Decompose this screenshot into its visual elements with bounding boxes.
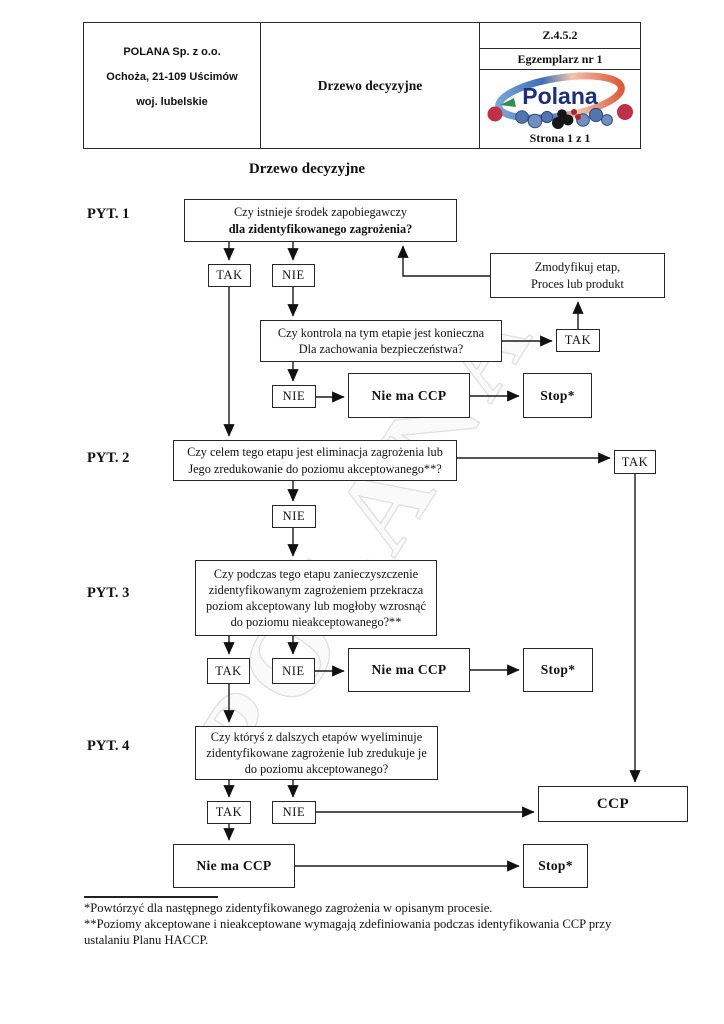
question-label-3: PYT. 3 [87, 585, 130, 601]
logo-wordmark: Polana [522, 83, 598, 109]
question-line: zidentyfikowanym zagrożeniem przekracza [208, 582, 424, 597]
question-line: Dla zachowania bezpieczeństwa? [298, 342, 464, 356]
stop-box-1: Stop* [523, 373, 592, 418]
company-address-cell: POLANA Sp. z o.o. Ochoża, 21-109 Uścimów… [84, 23, 261, 148]
tak-box-pyt2: TAK [614, 450, 656, 474]
nie-box-control: NIE [272, 385, 316, 408]
tak-box-pyt1: TAK [208, 264, 251, 287]
no-ccp-box-3: Nie ma CCP [348, 648, 470, 692]
pyt2-question-box: Czy celem tego etapu jest eliminacja zag… [173, 440, 457, 481]
polana-logo: Polana [487, 71, 633, 129]
no-ccp-box-4: Nie ma CCP [173, 844, 295, 888]
footnote-2-cont: ustalaniu Planu HACCP. [84, 933, 209, 947]
footnote-separator [84, 896, 218, 898]
question-line: Czy kontrola na tym etapie jest konieczn… [277, 325, 485, 340]
logo-container: Polana [480, 70, 640, 131]
connector-modify-q1 [397, 245, 490, 277]
tak-box-pyt4: TAK [207, 801, 251, 824]
tak-box-pyt3: TAK [207, 658, 250, 684]
question-line: dla zidentyfikowanego zagrożenia? [228, 221, 413, 236]
pyt1-question-box: Czy istnieje środek zapobiegawczy dla zi… [184, 199, 457, 242]
question-line: Jego zredukowanie do poziomu akceptowane… [188, 461, 442, 476]
document-title-cell: Drzewo decyzyjne [261, 23, 480, 148]
question-line: Czy któryś z dalszych etapów wyeliminuje [210, 729, 423, 744]
question-line: do poziomu akceptowanego? [244, 762, 389, 777]
copy-number: Egzemplarz nr 1 [480, 49, 640, 70]
pyt3-question-box: Czy podczas tego etapu zanieczyszczenie … [195, 560, 437, 636]
nie-box-pyt3: NIE [272, 658, 315, 684]
question-line: Zmodyfikuj etap, [534, 260, 621, 275]
tak-box-control: TAK [556, 329, 600, 352]
diagram-title: Drzewo decyzyjne [248, 161, 366, 177]
footnote-1: *Powtórzyć dla następnego zidentyfikowan… [84, 901, 493, 915]
company-name: POLANA Sp. z o.o. [123, 46, 221, 58]
question-line: Proces lub produkt [531, 276, 624, 291]
control-needed-box: Czy kontrola na tym etapie jest konieczn… [260, 320, 502, 362]
question-line: poziom akceptowany lub mogłoby wzrosnąć [206, 599, 426, 613]
company-address: Ochoża, 21-109 Uścimów [106, 71, 238, 83]
question-line: zidentyfikowane zagrożenie lub zredukuje… [206, 745, 427, 760]
document-title: Drzewo decyzyjne [317, 77, 423, 93]
pyt4-question-box: Czy któryś z dalszych etapów wyeliminuje… [195, 726, 438, 780]
document-meta-cell: Z.4.5.2 Egzemplarz nr 1 Polana [480, 23, 640, 148]
nie-box-pyt4: NIE [272, 801, 316, 824]
question-label-1: PYT. 1 [87, 206, 130, 222]
page-number: Strona 1 z 1 [529, 131, 591, 145]
ccp-box: CCP [538, 786, 688, 822]
document-code: Z.4.5.2 [480, 23, 640, 49]
footnote-2: **Poziomy akceptowane i nieakceptowane w… [84, 917, 612, 931]
question-line: Czy celem tego etapu jest eliminacja zag… [187, 445, 443, 460]
no-ccp-box-1: Nie ma CCP [348, 373, 470, 418]
nie-box-pyt2: NIE [272, 505, 316, 528]
header-table: POLANA Sp. z o.o. Ochoża, 21-109 Uścimów… [83, 22, 641, 149]
modify-step-box: Zmodyfikuj etap, Proces lub produkt [490, 253, 665, 298]
stop-box-4: Stop* [523, 844, 588, 888]
question-line: Czy podczas tego etapu zanieczyszczenie [213, 566, 419, 581]
logo-berries-icon [487, 97, 633, 129]
question-line: Czy istnieje środek zapobiegawczy [233, 205, 408, 220]
company-region: woj. lubelskie [136, 96, 208, 108]
stop-box-3: Stop* [523, 648, 593, 692]
question-label-2: PYT. 2 [87, 450, 130, 466]
question-label-4: PYT. 4 [87, 738, 130, 754]
nie-box-pyt1: NIE [272, 264, 315, 287]
question-line: do poziomu nieakceptowanego?** [230, 615, 402, 630]
